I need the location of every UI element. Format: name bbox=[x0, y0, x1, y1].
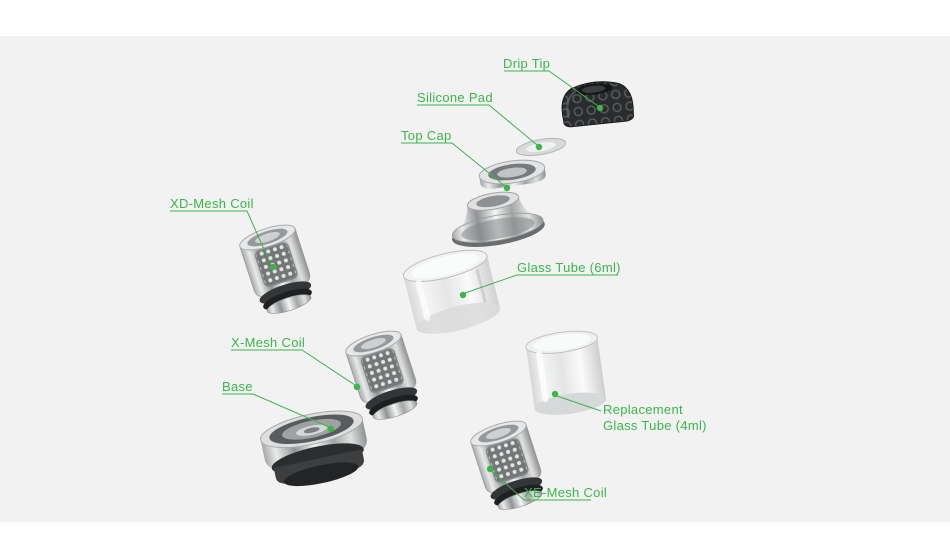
leader-line-silicone-pad bbox=[417, 104, 538, 146]
part-x-mesh-coil bbox=[342, 325, 426, 427]
label-top-cap: Top Cap bbox=[401, 128, 452, 143]
label-silicone-pad: Silicone Pad bbox=[417, 90, 493, 105]
leader-line-xe-mesh-coil bbox=[491, 470, 591, 501]
leader-dot-drip-tip bbox=[596, 104, 604, 112]
label-replacement-glass-tube-line1: Replacement bbox=[603, 402, 683, 417]
label-xe-mesh-coil: XE-Mesh Coil bbox=[524, 485, 608, 500]
label-base: Base bbox=[222, 379, 253, 394]
leader-line-x-mesh-coil bbox=[231, 349, 356, 386]
part-top-cap-body bbox=[451, 191, 545, 247]
leader-dot-x-mesh-coil bbox=[353, 383, 361, 391]
leader-lines bbox=[170, 70, 618, 501]
leader-dot-xd-mesh-coil bbox=[269, 263, 277, 271]
part-drip-tip bbox=[561, 81, 635, 128]
leader-dot-glass-tube-6ml bbox=[459, 291, 467, 299]
leader-line-top-cap bbox=[401, 142, 506, 187]
leader-dot-replacement-glass-tube bbox=[551, 390, 559, 398]
part-glass-tube-6ml bbox=[402, 249, 501, 334]
leader-dot-base bbox=[327, 425, 335, 433]
part-xd-mesh-coil bbox=[236, 219, 320, 321]
leader-line-base bbox=[222, 393, 330, 428]
leader-line-replacement-glass-tube bbox=[556, 395, 602, 412]
leader-line-xd-mesh-coil bbox=[170, 210, 272, 266]
label-glass-tube-6ml: Glass Tube (6ml) bbox=[517, 260, 621, 275]
label-drip-tip: Drip Tip bbox=[503, 56, 551, 71]
part-replacement-glass-tube-4ml bbox=[525, 330, 606, 415]
label-x-mesh-coil: X-Mesh Coil bbox=[231, 335, 306, 350]
leader-dot-xe-mesh-coil bbox=[486, 465, 494, 473]
part-top-cap-ring bbox=[478, 159, 546, 189]
leader-dot-top-cap bbox=[503, 184, 511, 192]
label-xd-mesh-coil: XD-Mesh Coil bbox=[170, 196, 254, 211]
leader-line-glass-tube-6ml bbox=[464, 274, 618, 294]
label-replacement-glass-tube-line2: Glass Tube (4ml) bbox=[603, 418, 707, 433]
leader-dot-silicone-pad bbox=[535, 143, 543, 151]
part-base bbox=[260, 410, 367, 487]
leader-line-drip-tip bbox=[504, 70, 599, 107]
